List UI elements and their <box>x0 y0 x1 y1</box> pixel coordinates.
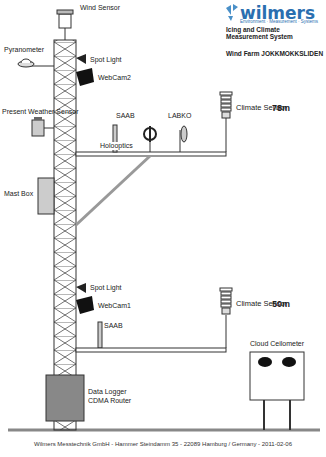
page-title: Icing and Climate Measurement System <box>226 26 322 40</box>
part-label: WebCam1 <box>98 302 131 310</box>
site-name: Wind Farm JOKKMOKKSLIDEN <box>226 50 323 57</box>
part-label: SAAB <box>116 112 135 120</box>
part-label: Present Weather Sensor <box>2 108 79 116</box>
height-label: 50m <box>272 300 290 310</box>
part-label: CDMA Router <box>88 397 131 405</box>
part-label: Pyranometer <box>4 46 44 54</box>
footer-caption: Wilmers Messtechnik GmbH - Hammer Steind… <box>34 441 292 448</box>
logo-tagline: Environment · Measurement · Systems <box>240 20 318 25</box>
height-label: 78m <box>272 104 290 114</box>
part-label: Cloud Ceilometer <box>250 340 304 348</box>
part-label: LABKO <box>168 112 191 120</box>
part-label: Spot Light <box>90 56 122 64</box>
part-label: Spot Light <box>90 284 122 292</box>
part-label: Holooptics <box>100 142 133 150</box>
part-label: Wind Sensor <box>80 4 120 12</box>
part-label: Mast Box <box>4 190 33 198</box>
part-label: SAAB <box>104 322 123 330</box>
part-label: WebCam2 <box>98 74 131 82</box>
part-label: Data Logger <box>88 388 127 396</box>
